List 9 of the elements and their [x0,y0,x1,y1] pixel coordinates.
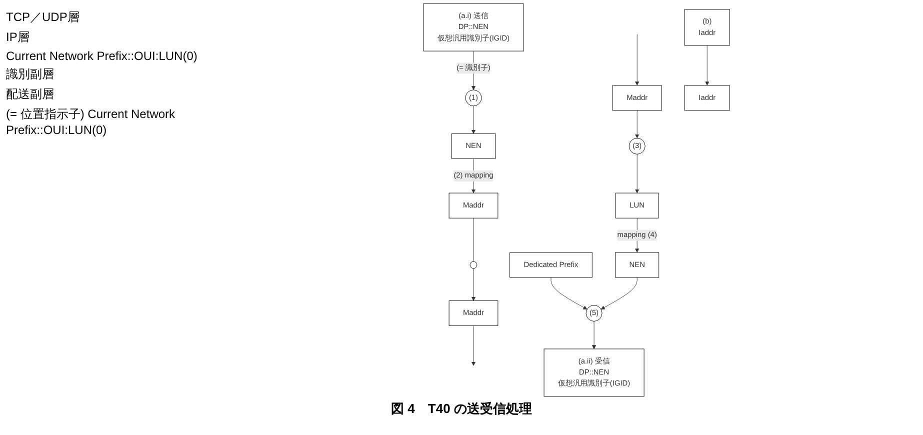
figure-caption: 図 4 T40 の送受信処理 [390,400,533,418]
node-circle [470,261,478,269]
connector [473,218,474,262]
layer-note: 識別副層 [6,66,55,83]
layer-note: Current Network Prefix::OUI:LUN(0) [6,49,198,63]
layer-note: IP層 [6,29,30,46]
layer-note: 配送副層 [6,86,55,103]
layer-note: TCP／UDP層 [6,9,80,26]
layer-note: (= 位置指示子) Current Network Prefix::OUI:LUN(0) [6,106,176,137]
